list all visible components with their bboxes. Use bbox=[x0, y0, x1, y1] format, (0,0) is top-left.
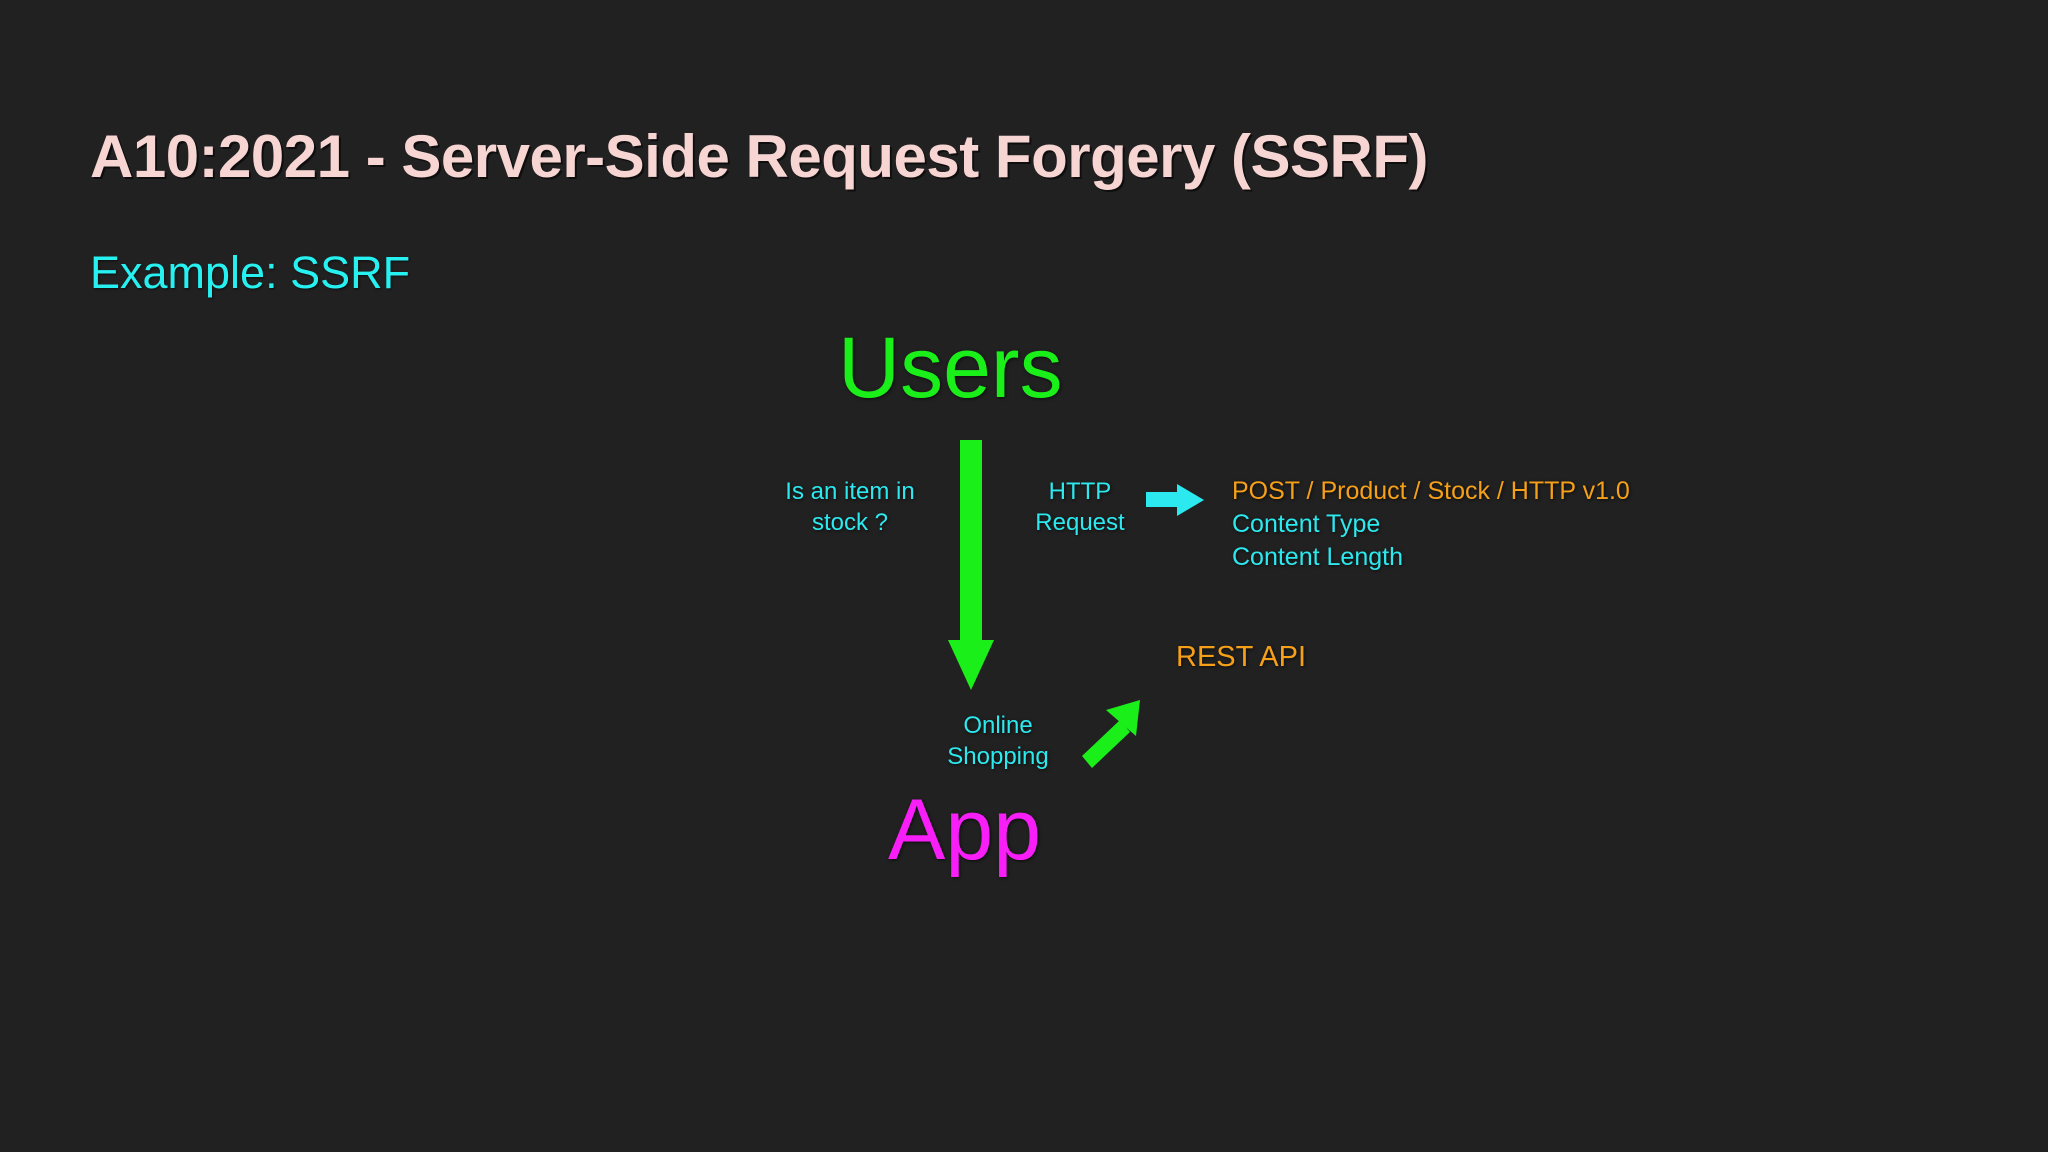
annotation-rest-api: REST API bbox=[1176, 641, 1307, 673]
annotation-http-request-line-1: HTTP bbox=[1048, 478, 1112, 505]
arrow-right-icon-http-request bbox=[1146, 484, 1204, 516]
diagram-node-online-shopping: Online Shopping bbox=[918, 711, 1078, 772]
online-shopping-line-2: Shopping bbox=[947, 742, 1049, 770]
request-payload-line-content-length: Content Length bbox=[1232, 543, 1403, 571]
diagram-node-users: Users bbox=[838, 320, 1063, 416]
diagram-node-app: App bbox=[888, 782, 1042, 878]
slide-title: A10:2021 - Server-Side Request Forgery (… bbox=[90, 123, 1428, 190]
annotation-question: Is an item in stock ? bbox=[765, 477, 935, 538]
annotation-question-line-1: Is an item in bbox=[785, 478, 915, 505]
annotation-question-line-2: stock ? bbox=[811, 508, 889, 536]
request-payload-line-content-type: Content Type bbox=[1232, 510, 1381, 538]
arrow-down-icon-users-to-app bbox=[948, 440, 994, 690]
request-payload-line-method: POST / Product / Stock / HTTP v1.0 bbox=[1232, 477, 1630, 505]
request-payload-block: POST / Product / Stock / HTTP v1.0 Conte… bbox=[1232, 475, 1630, 574]
annotation-http-request-line-2: Request bbox=[1035, 508, 1125, 536]
slide-subtitle: Example: SSRF bbox=[90, 247, 411, 298]
arrow-up-right-icon-rest-api bbox=[1082, 700, 1140, 768]
annotation-http-request: HTTP Request bbox=[1015, 477, 1145, 538]
online-shopping-line-1: Online bbox=[963, 712, 1033, 739]
